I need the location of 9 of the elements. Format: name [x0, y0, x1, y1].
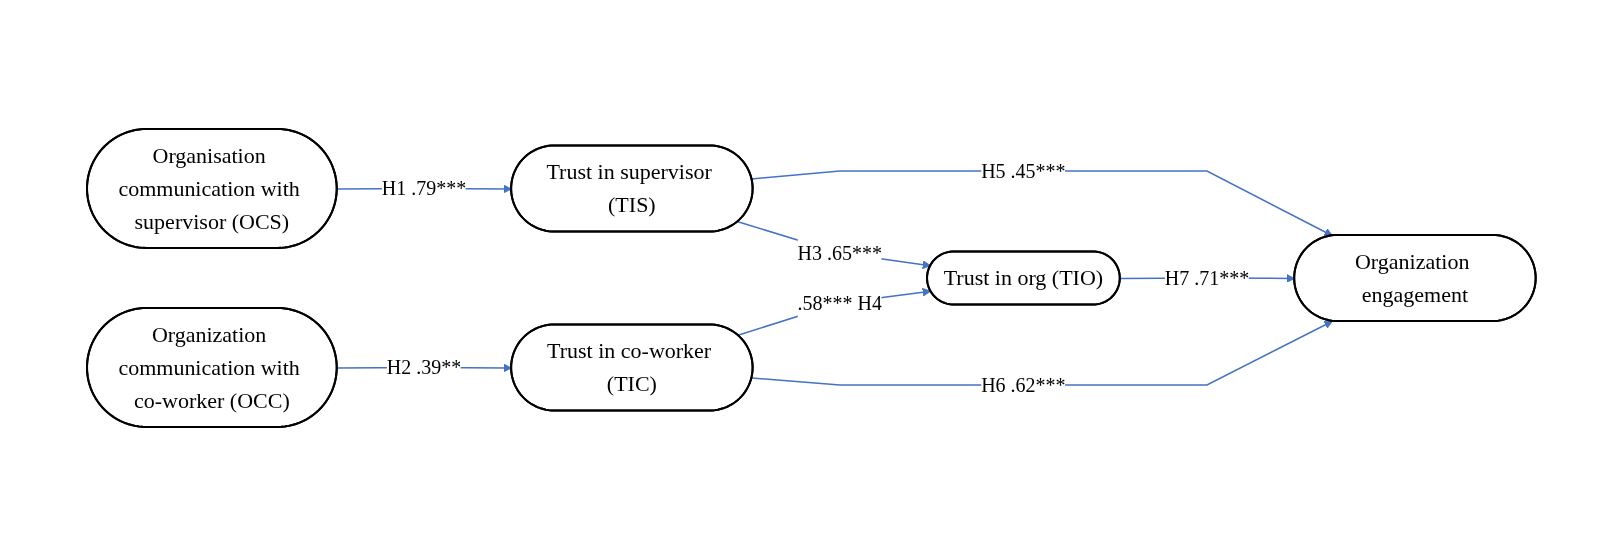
arrow [737, 220, 932, 269]
edge-label: H3 .65*** [797, 241, 883, 264]
edge-label: H7 .71*** [1164, 266, 1250, 289]
edge-label: .58*** H4 [797, 291, 883, 314]
edge-label: H5 .45*** [981, 159, 1066, 182]
edge-label: H2 .39** [386, 355, 462, 378]
arrow [737, 287, 932, 336]
edge-label: H1 .79*** [381, 177, 467, 199]
edge-label: H6 .62*** [981, 373, 1066, 396]
